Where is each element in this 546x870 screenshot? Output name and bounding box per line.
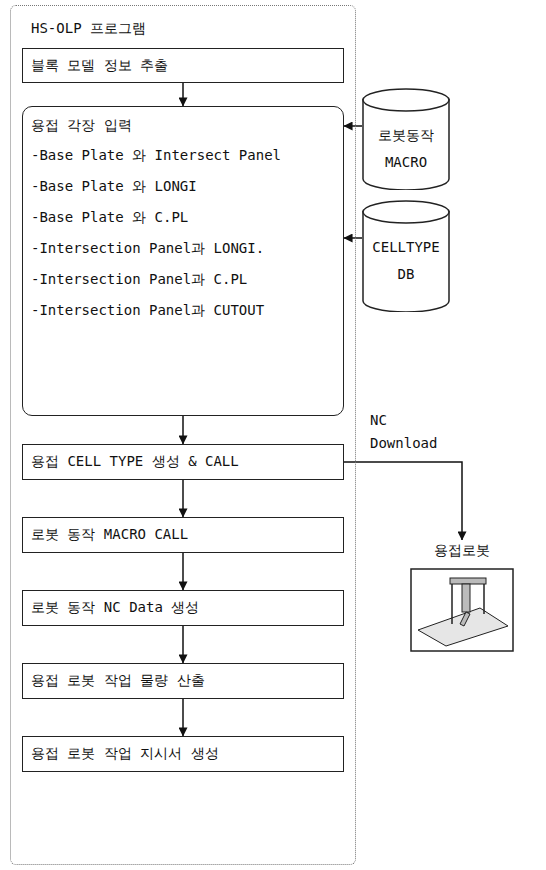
cylinder-outline [362,200,450,312]
list-item: -Intersection Panel과 CUTOUT [31,302,335,320]
box-heading: 용접 각장 입력 [31,117,335,135]
welding-robot-picture [410,568,514,652]
node-label: 용접 로봇 작업 지시서 생성 [31,745,219,763]
list-item: -Intersection Panel과 C.PL [31,271,335,289]
program-title: HS-OLP 프로그램 [31,20,146,38]
node-label: 용접로봇 [404,542,520,560]
list-item: -Base Plate 와 Intersect Panel [31,147,335,165]
flow-arrow [344,237,362,239]
node-label: CELLTYPE DB [366,234,446,287]
process-box: 용접 CELL TYPE 생성 & CALL [22,444,344,480]
node-label: 용접 CELL TYPE 생성 & CALL [31,453,239,471]
cylinder-body [363,211,449,312]
cylinder-body [363,99,449,190]
database-cylinder: CELLTYPE DB [362,200,450,312]
process-box: 블록 모델 정보 추출 [22,48,344,83]
process-box: 로봇 동작 MACRO CALL [22,517,344,553]
picture-frame [411,569,513,651]
edge-label: NC Download [370,409,450,454]
flow-arrow [182,699,184,736]
cylinder-top [363,89,449,111]
steel-plate [418,608,508,646]
cylinder-top [363,201,449,223]
database-cylinder: 로봇동작 MACRO [362,88,450,190]
process-box: 용접 로봇 작업 지시서 생성 [22,736,344,772]
process-box: 로봇 동작 NC Data 생성 [22,590,344,626]
flow-arrow [182,83,184,106]
flow-arrow [344,125,362,127]
input-box: 용접 각장 입력 -Base Plate 와 Intersect Panel -Ba… [22,106,344,416]
list-item: -Base Plate 와 LONGI [31,178,335,196]
node-label: 용접 로봇 작업 물량 산출 [31,672,205,690]
flow-arrow [182,626,184,663]
flow-arrow [182,416,184,444]
node-label: 로봇 동작 MACRO CALL [31,526,188,544]
robot-node: 용접로봇 [404,540,520,662]
node-label: 블록 모델 정보 추출 [31,57,168,75]
flow-arrow [344,462,462,540]
flow-arrow [182,553,184,590]
node-label: 로봇 동작 NC Data 생성 [31,599,199,617]
process-box: 용접 로봇 작업 물량 산출 [22,663,344,699]
robot-arm [450,578,486,626]
list-item: -Intersection Panel과 LONGI. [31,240,335,258]
node-label: 로봇동작 MACRO [366,122,446,175]
program-frame: HS-OLP 프로그램블록 모델 정보 추출용접 각장 입력 -Base Plat… [10,5,356,865]
list-item: -Base Plate 와 C.PL [31,209,335,227]
flow-arrow [182,480,184,517]
